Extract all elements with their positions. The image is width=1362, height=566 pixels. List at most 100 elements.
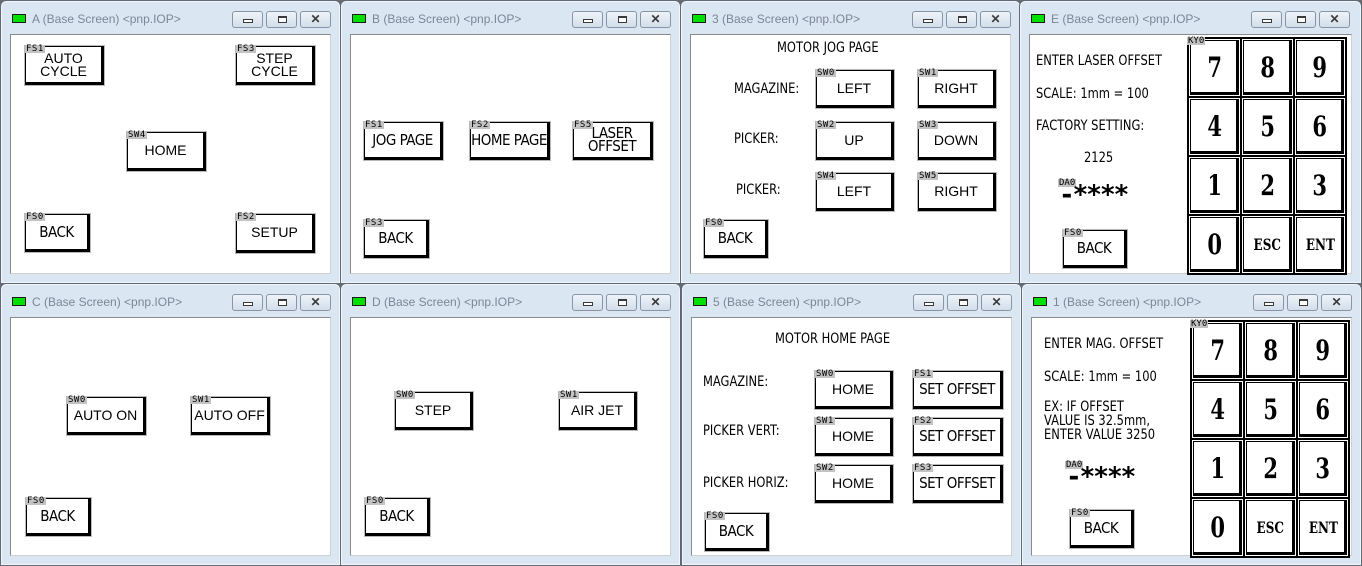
back-button[interactable]: FS0 BACK: [704, 512, 770, 552]
key-esc[interactable]: ESC: [1245, 499, 1296, 556]
maximize-button[interactable]: [606, 294, 637, 311]
auto-on-button[interactable]: SW0 AUTO ON: [66, 395, 147, 436]
minimize-icon: [233, 12, 262, 27]
key-9[interactable]: 9: [1295, 39, 1345, 96]
key-7[interactable]: 7: [1189, 39, 1240, 96]
magazine-set-offset-button[interactable]: FS1 SET OFFSET: [912, 370, 1004, 410]
maximize-icon: [267, 295, 296, 310]
close-button[interactable]: ✕: [300, 11, 331, 28]
close-button[interactable]: ✕: [640, 11, 671, 28]
magazine-home-button[interactable]: SW0 HOME: [814, 370, 894, 410]
minimize-button[interactable]: [913, 294, 944, 311]
auto-off-button[interactable]: SW1 AUTO OFF: [190, 396, 271, 436]
key-6[interactable]: 6: [1298, 381, 1348, 438]
button-tag: SW2: [815, 463, 835, 473]
step-cycle-button[interactable]: FS3 STEP CYCLE: [235, 45, 316, 86]
key-4[interactable]: 4: [1192, 381, 1243, 438]
minimize-icon: [1254, 295, 1283, 310]
numeric-input-display[interactable]: -****: [1066, 462, 1136, 492]
minimize-button[interactable]: [572, 294, 603, 311]
keypad-tag: KY0: [1187, 36, 1206, 46]
minimize-button[interactable]: [572, 11, 603, 28]
titlebar[interactable]: 1 (Base Screen) <pnp.IOP> ✕: [1022, 284, 1361, 318]
back-button[interactable]: FS0 BACK: [703, 219, 769, 259]
key-5[interactable]: 5: [1242, 98, 1293, 155]
titlebar[interactable]: D (Base Screen) <pnp.IOP> ✕: [341, 284, 680, 318]
picker-right-button[interactable]: SW5 RIGHT: [917, 172, 997, 212]
key-8[interactable]: 8: [1245, 322, 1296, 379]
maximize-button[interactable]: [1287, 294, 1318, 311]
magazine-left-button[interactable]: SW0 LEFT: [815, 69, 895, 109]
maximize-button[interactable]: [266, 294, 297, 311]
back-button[interactable]: FS0 BACK: [24, 213, 91, 253]
picker-up-button[interactable]: SW2 UP: [815, 121, 895, 161]
key-0[interactable]: 0: [1189, 216, 1240, 273]
maximize-button[interactable]: [1285, 11, 1316, 28]
minimize-button[interactable]: [912, 11, 943, 28]
maximize-button[interactable]: [266, 11, 297, 28]
button-label: HOME: [832, 427, 874, 444]
back-button[interactable]: FS0 BACK: [25, 497, 92, 537]
key-3[interactable]: 3: [1298, 440, 1348, 497]
key-4[interactable]: 4: [1189, 98, 1240, 155]
laser-offset-button[interactable]: FS5 LASER OFFSET: [572, 121, 654, 161]
maximize-button[interactable]: [947, 294, 978, 311]
titlebar[interactable]: C (Base Screen) <pnp.IOP> ✕: [1, 284, 340, 318]
close-icon: ✕: [991, 295, 1002, 309]
close-button[interactable]: ✕: [300, 294, 331, 311]
key-8[interactable]: 8: [1242, 39, 1293, 96]
titlebar[interactable]: B (Base Screen) <pnp.IOP> ✕: [341, 1, 680, 35]
minimize-button[interactable]: [1251, 11, 1282, 28]
key-2[interactable]: 2: [1242, 157, 1293, 214]
step-button[interactable]: SW0 STEP: [394, 391, 474, 431]
minimize-button[interactable]: [232, 11, 263, 28]
back-button[interactable]: FS0 BACK: [364, 497, 431, 537]
setup-button[interactable]: FS2 SETUP: [235, 213, 316, 254]
close-button[interactable]: ✕: [1319, 11, 1350, 28]
titlebar[interactable]: E (Base Screen) <pnp.IOP> ✕: [1020, 1, 1361, 35]
picker-horiz-set-offset-button[interactable]: FS3 SET OFFSET: [912, 464, 1004, 504]
key-6[interactable]: 6: [1295, 98, 1345, 155]
jog-page-button[interactable]: FS1 JOG PAGE: [363, 121, 444, 161]
minimize-button[interactable]: [1253, 294, 1284, 311]
button-tag: SW0: [67, 395, 87, 405]
key-7[interactable]: 7: [1192, 322, 1243, 379]
air-jet-button[interactable]: SW1 AIR JET: [558, 391, 638, 431]
button-label: RIGHT: [934, 79, 978, 96]
picker-horiz-home-button[interactable]: SW2 HOME: [814, 463, 894, 504]
home-button[interactable]: SW4 HOME: [126, 131, 207, 172]
picker-vert-set-offset-button[interactable]: FS2 SET OFFSET: [912, 417, 1004, 457]
back-button[interactable]: FS3 BACK: [363, 219, 430, 259]
titlebar[interactable]: A (Base Screen) <pnp.IOP> ✕: [1, 1, 340, 35]
home-page-button[interactable]: FS2 HOME PAGE: [469, 121, 551, 161]
key-ent[interactable]: ENT: [1295, 216, 1345, 273]
picker-vert-home-button[interactable]: SW1 HOME: [814, 417, 894, 457]
key-3[interactable]: 3: [1295, 157, 1345, 214]
key-ent[interactable]: ENT: [1298, 499, 1348, 556]
minimize-button[interactable]: [232, 294, 263, 311]
picker-down-button[interactable]: SW3 DOWN: [917, 121, 997, 161]
key-1[interactable]: 1: [1189, 157, 1240, 214]
key-5[interactable]: 5: [1245, 381, 1296, 438]
close-button[interactable]: ✕: [980, 11, 1011, 28]
titlebar[interactable]: 3 (Base Screen) <pnp.IOP> ✕: [681, 1, 1020, 35]
magazine-right-button[interactable]: SW1 RIGHT: [917, 69, 997, 109]
key-2[interactable]: 2: [1245, 440, 1296, 497]
button-label: BACK: [39, 222, 74, 241]
picker-left-button[interactable]: SW4 LEFT: [815, 172, 895, 212]
close-button[interactable]: ✕: [640, 294, 671, 311]
auto-cycle-button[interactable]: FS1 AUTO CYCLE: [24, 45, 105, 86]
maximize-button[interactable]: [606, 11, 637, 28]
key-esc[interactable]: ESC: [1242, 216, 1293, 273]
close-button[interactable]: ✕: [981, 294, 1012, 311]
key-0[interactable]: 0: [1192, 499, 1243, 556]
numeric-input-display[interactable]: -****: [1059, 180, 1129, 210]
back-button[interactable]: FS0 BACK: [1069, 509, 1135, 549]
back-button[interactable]: FS0 BACK: [1062, 229, 1128, 269]
key-9[interactable]: 9: [1298, 322, 1348, 379]
screen-area: SW0 AUTO ON SW1 AUTO OFF FS0 BACK: [10, 317, 331, 556]
key-1[interactable]: 1: [1192, 440, 1243, 497]
titlebar[interactable]: 5 (Base Screen) <pnp.IOP> ✕: [682, 284, 1021, 318]
maximize-button[interactable]: [946, 11, 977, 28]
close-button[interactable]: ✕: [1321, 294, 1352, 311]
